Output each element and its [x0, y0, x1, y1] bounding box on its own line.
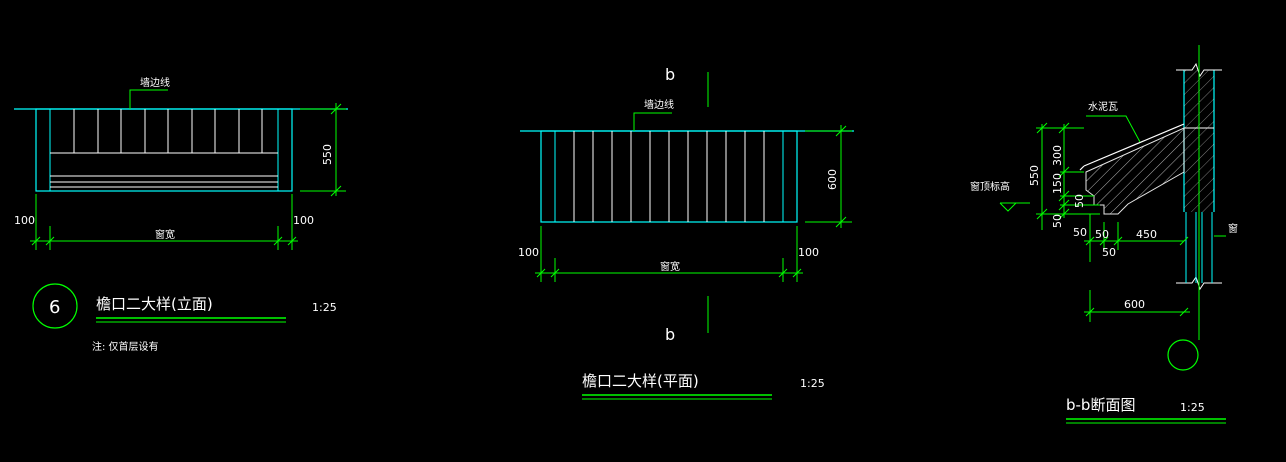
section-mark-bottom: b: [665, 325, 675, 344]
elevation-title: 檐口二大样(立面): [96, 295, 213, 313]
section-dim-vertical: [1036, 122, 1100, 230]
section-view: 水泥瓦 窗顶标高 窗 550 300 150 50 50: [970, 45, 1238, 424]
section-dim-550: 550: [1028, 165, 1041, 186]
section-tile-edge: [1079, 165, 1085, 171]
section-title: b-b断面图: [1066, 396, 1135, 414]
elevation-dim-left-label: 100: [14, 214, 35, 227]
section-mark-top: b: [665, 65, 675, 84]
elevation-bands: [50, 152, 278, 188]
section-dim-50c: 50: [1073, 226, 1087, 239]
section-dim-50e: 50: [1102, 246, 1116, 259]
elevation-leader: [129, 89, 168, 109]
section-scale: 1:25: [1180, 401, 1205, 414]
section-tile-line: [1083, 123, 1185, 167]
plan-tiles: [573, 131, 765, 222]
elevation-dim-width: [30, 194, 298, 250]
plan-leader: [633, 112, 672, 131]
section-dim-300: 300: [1051, 145, 1064, 166]
detail-number-bubble: [32, 283, 78, 329]
section-dim-50b: 50: [1051, 214, 1064, 228]
plan-dim-width: [535, 226, 803, 282]
elevation-dim-height: [300, 103, 346, 197]
plan-title: 檐口二大样(平面): [582, 372, 699, 390]
section-break-top: [1176, 62, 1222, 78]
section-dim-600: 600: [1124, 298, 1145, 311]
section-level-marker: [999, 202, 1017, 212]
plan-scale: 1:25: [800, 377, 825, 390]
section-dim-450: 450: [1136, 228, 1157, 241]
section-label-tile: 水泥瓦: [1088, 100, 1118, 113]
section-label-window: 窗: [1228, 222, 1238, 235]
section-window: [1185, 212, 1213, 283]
elevation-view: 墙边线 550 100 100 窗宽 6 檐口二大样(立面): [14, 76, 348, 353]
elevation-dim-width-label: 窗宽: [155, 228, 175, 241]
section-tile-leader: [1086, 115, 1141, 143]
elevation-scale: 1:25: [312, 301, 337, 314]
plan-dim-height-label: 600: [826, 169, 839, 190]
elevation-slats: [73, 109, 263, 153]
plan-dim-width-label: 窗宽: [660, 260, 680, 273]
elevation-outline: [35, 108, 293, 192]
plan-view: b b 墙边线 600: [518, 65, 854, 400]
section-dim-50d: 50: [1095, 228, 1109, 241]
plan-dim-height: [805, 125, 852, 228]
plan-leader-label: 墙边线: [644, 98, 674, 111]
section-canopy: [1085, 127, 1185, 215]
section-axis-bubble: [1167, 339, 1199, 371]
elevation-dim-height-label: 550: [321, 144, 334, 165]
elevation-dim-right-label: 100: [293, 214, 314, 227]
detail-number: 6: [49, 297, 60, 318]
section-dim-horizontal: [1084, 214, 1190, 322]
plan-dim-right-label: 100: [798, 246, 819, 259]
section-dim-50a: 50: [1073, 194, 1086, 208]
section-break-bottom: [1176, 275, 1222, 291]
elevation-leader-label: 墙边线: [140, 76, 170, 89]
section-dim-150: 150: [1051, 173, 1064, 194]
plan-dim-left-label: 100: [518, 246, 539, 259]
elevation-note: 注: 仅首层设有: [92, 340, 159, 353]
section-label-window-top: 窗顶标高: [970, 180, 1010, 193]
